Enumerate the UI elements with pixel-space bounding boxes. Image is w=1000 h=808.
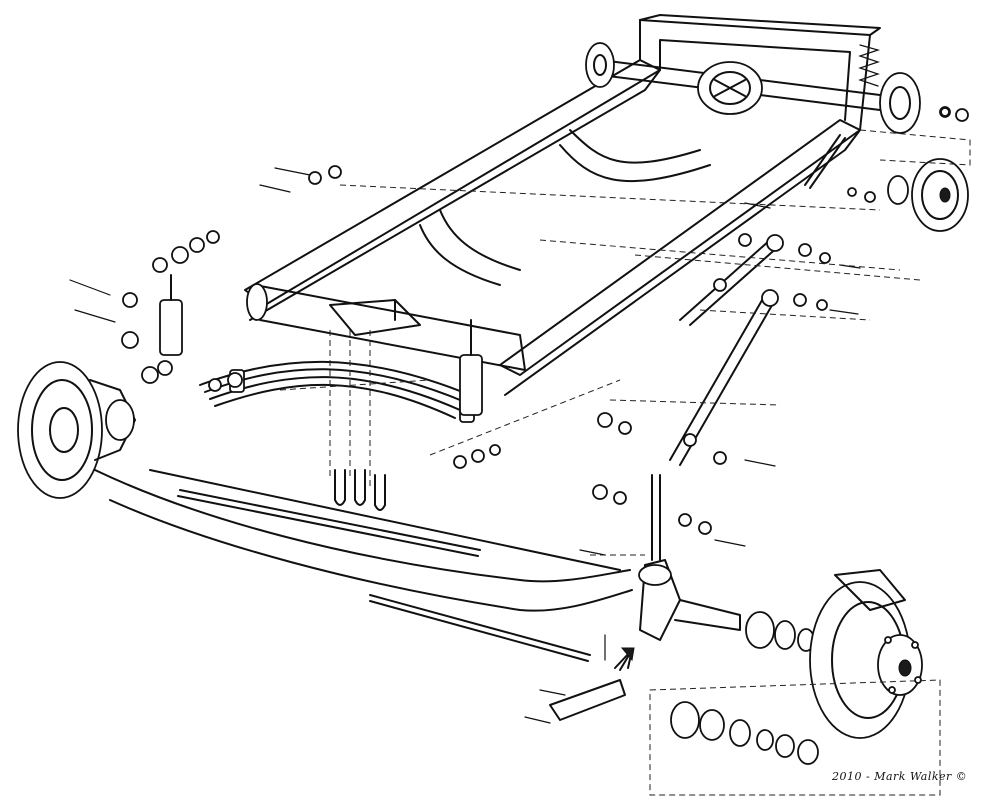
front-leaf-spring [199,360,475,423]
explosion-guide-lines [279,129,971,796]
artist-signature: 2010 - Mark Walker © [832,770,968,783]
bolts [69,167,861,724]
right-front-assembly [638,474,923,739]
hardware-left-cluster [121,165,342,392]
left-front-rotor [17,361,136,499]
frame-rails [244,14,881,396]
hardware-right-cluster [453,107,950,535]
hub-parts [670,701,819,765]
steering-arm [549,649,633,721]
rear-links [669,134,846,466]
rear-axle [585,42,969,232]
crossmembers [246,129,711,371]
front-axle-beam [94,469,633,662]
arrow-indicator [614,647,635,669]
shocks [159,274,483,416]
u-bolts [334,469,386,511]
